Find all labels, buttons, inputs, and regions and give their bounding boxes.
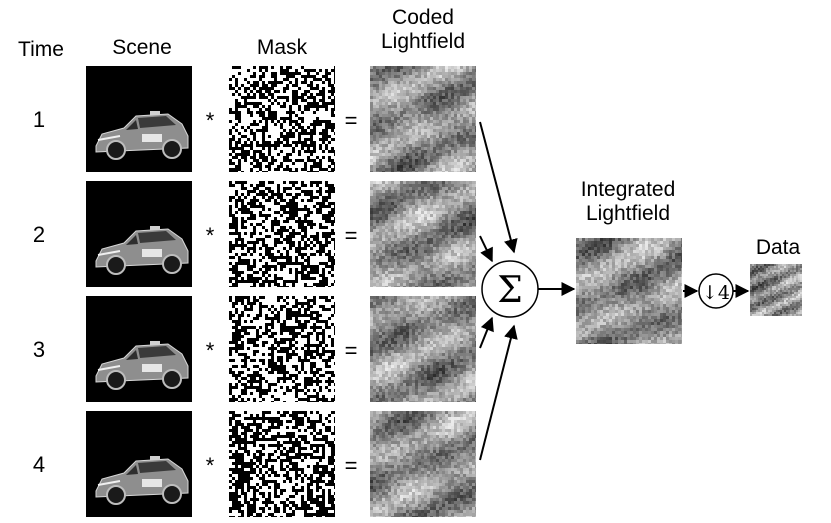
mask-image-2 xyxy=(229,181,335,287)
scene-image-3 xyxy=(86,296,192,402)
arrow-row3-to-sum xyxy=(479,316,494,349)
police-car-icon xyxy=(95,341,189,390)
mask-header: Mask xyxy=(256,36,308,59)
data-header: Data xyxy=(755,236,801,259)
coded-header-line1: Coded xyxy=(392,6,454,29)
integrated-header-line2: Lightfield xyxy=(585,202,671,225)
police-car-icon xyxy=(95,226,189,275)
coded-header-line2: Lightfield xyxy=(380,30,466,53)
coded-lightfield-image-1 xyxy=(370,66,476,172)
sum-symbol: Σ xyxy=(497,270,522,311)
police-car-icon xyxy=(95,111,189,160)
scene-header: Scene xyxy=(112,36,172,59)
coded-lightfield-image-2 xyxy=(370,181,476,287)
multiply-operator-4: * xyxy=(205,453,215,478)
equals-operator-1: = xyxy=(344,108,358,133)
arrow-row2-to-sum xyxy=(479,235,493,263)
integrated-header-line1: Integrated xyxy=(580,178,676,201)
multiply-operator-3: * xyxy=(205,338,215,363)
time-label-4: 4 xyxy=(32,452,46,477)
police-car-icon xyxy=(95,456,189,505)
mask-image-4 xyxy=(229,411,335,517)
scene-image-4 xyxy=(86,411,192,517)
arrow-row1-to-sum xyxy=(479,121,518,254)
time-label-3: 3 xyxy=(32,337,46,362)
scene-image-2 xyxy=(86,181,192,287)
integrated-lightfield-header: Integrated Lightfield xyxy=(558,178,698,226)
coded-lightfield-image-4 xyxy=(370,411,476,517)
time-label-2: 2 xyxy=(32,222,46,247)
arrow-row4-to-sum xyxy=(479,324,518,461)
equals-operator-2: = xyxy=(344,223,358,248)
equals-operator-3: = xyxy=(344,338,358,363)
multiply-operator-1: * xyxy=(205,108,215,133)
coded-lightfield-image-3 xyxy=(370,296,476,402)
time-label-1: 1 xyxy=(32,107,46,132)
integrated-lightfield-image xyxy=(576,238,682,344)
mask-image-1 xyxy=(229,66,335,172)
downsample-symbol: ↓4 xyxy=(702,282,730,304)
multiply-operator-2: * xyxy=(205,223,215,248)
equals-operator-4: = xyxy=(344,453,358,478)
data-image xyxy=(750,264,802,316)
mask-image-3 xyxy=(229,296,335,402)
scene-image-1 xyxy=(86,66,192,172)
coded-lightfield-header: Coded Lightfield xyxy=(360,6,486,54)
time-header: Time xyxy=(18,38,64,61)
